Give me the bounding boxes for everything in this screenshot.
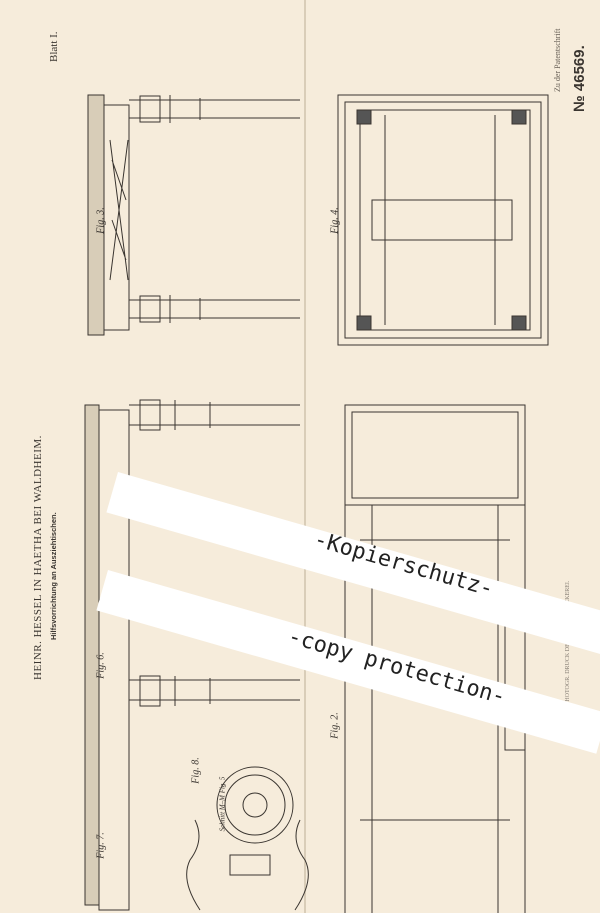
sheet-label: Blatt I. — [48, 31, 60, 62]
fig7-drawing — [186, 819, 309, 911]
fig4-label: Fig. 4. — [329, 207, 341, 234]
fig3-label: Fig. 3. — [95, 207, 107, 234]
fig4-drawing — [337, 94, 549, 346]
inventor-line: HEINR. HESSEL IN HAETHA BEI WALDHEIM. — [32, 435, 44, 680]
patent-reference: Zu der Patentschrift — [553, 28, 562, 92]
fig7-label: Fig. 7. — [95, 832, 107, 859]
fig3-drawing — [87, 94, 300, 336]
fig6-drawing — [84, 399, 300, 911]
fig2-label: Fig. 2. — [329, 712, 341, 739]
fig6-label: Fig. 6. — [95, 652, 107, 679]
fig8-note: Schnitt M–M Fig. 5 — [218, 776, 227, 832]
fig8-label: Fig. 8. — [190, 757, 202, 784]
invention-title: Hilfsvorrichtung an Ausziehtischen. — [49, 512, 58, 640]
fig8-circle — [216, 766, 294, 844]
patent-number: № 46569. — [571, 45, 588, 112]
